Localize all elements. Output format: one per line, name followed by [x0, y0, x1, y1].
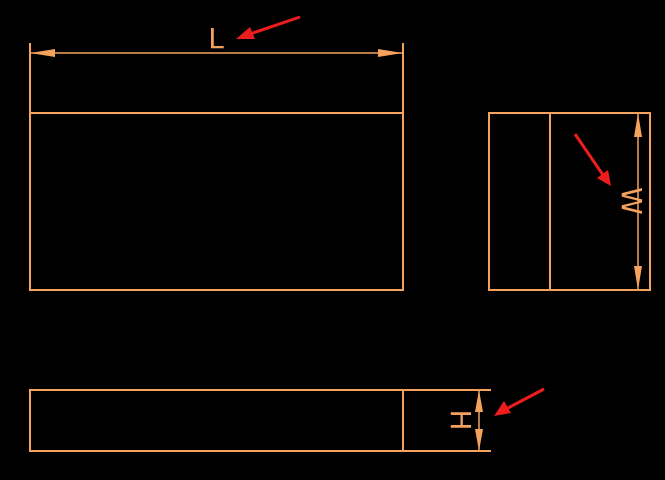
length-arrowhead-right — [378, 49, 403, 57]
width-label: W — [615, 187, 648, 215]
height-arrowhead-top — [475, 390, 483, 412]
width-arrowhead-bottom — [634, 266, 642, 290]
width-pointer-icon — [573, 133, 611, 186]
length-pointer-icon — [236, 15, 301, 39]
width-arrowhead-top — [634, 113, 642, 137]
top-view-outline — [29, 112, 404, 291]
side-view-outline — [488, 112, 651, 291]
height-label: H — [444, 409, 477, 430]
length-arrowhead-left — [30, 49, 55, 57]
top-view: L — [29, 15, 404, 291]
length-label: L — [208, 22, 224, 55]
front-view-outline — [29, 389, 404, 452]
height-arrowhead-bottom — [475, 429, 483, 451]
height-pointer-icon — [494, 387, 545, 416]
side-view: W — [488, 112, 651, 291]
front-view: H — [29, 387, 545, 452]
